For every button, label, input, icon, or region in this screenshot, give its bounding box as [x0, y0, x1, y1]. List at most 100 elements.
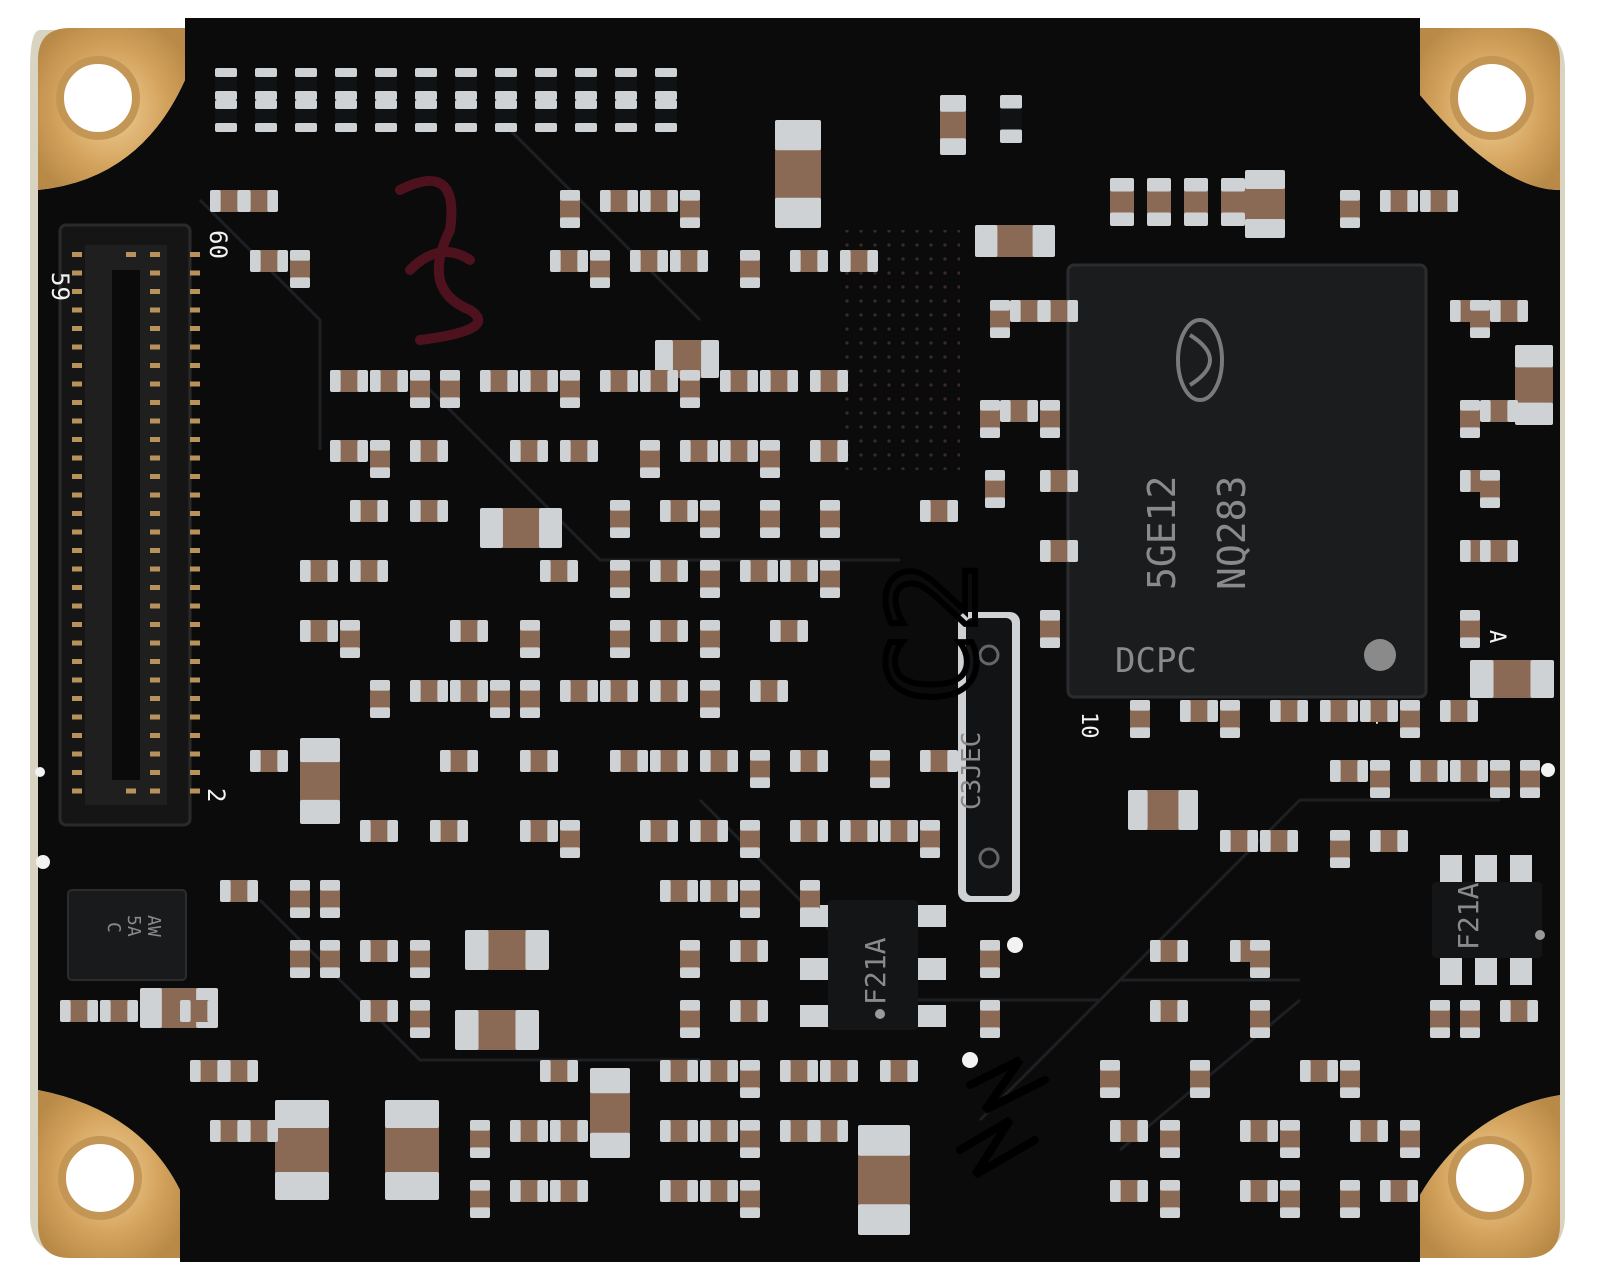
smd-passive [650, 680, 688, 702]
smd-passive [1221, 178, 1245, 226]
smd-passive [770, 620, 808, 642]
connector-pin [190, 307, 200, 313]
dfn-marking-line2: 5A [123, 915, 144, 937]
smd-passive [640, 820, 678, 842]
connector-pin [190, 418, 200, 424]
smd-passive [1470, 300, 1490, 338]
smd-passive [250, 250, 288, 272]
smd-passive [720, 370, 758, 392]
smd-passive [300, 620, 338, 642]
board-to-board-connector [58, 223, 200, 827]
smd-passive [440, 750, 478, 772]
smd-passive [610, 750, 648, 772]
smd-passive [980, 1000, 1000, 1038]
smd-passive [385, 1100, 439, 1200]
smd-passive [655, 100, 677, 132]
smd-passive [410, 940, 430, 978]
connector-pin [150, 381, 160, 387]
smd-passive [1330, 760, 1368, 782]
smd-passive [575, 100, 597, 132]
connector-pin [150, 418, 160, 424]
smd-passive [360, 1000, 398, 1022]
smd-passive [820, 560, 840, 598]
smd-passive [600, 370, 638, 392]
smd-passive [730, 940, 768, 962]
smd-passive [1320, 700, 1358, 722]
smd-passive [1280, 1180, 1300, 1218]
smd-passive [520, 820, 558, 842]
smd-passive [490, 680, 510, 718]
smd-passive [1000, 400, 1038, 422]
sot-chip-center: F21A [800, 900, 946, 1030]
connector-pin [190, 511, 200, 516]
smd-passive [840, 820, 878, 842]
smd-passive [465, 930, 549, 970]
smd-passive [495, 100, 517, 132]
smd-passive [680, 370, 700, 408]
mounting-hole-top-left [38, 28, 185, 190]
smd-passive [215, 100, 237, 132]
connector-pin [126, 252, 136, 257]
connector-pin [72, 733, 82, 738]
connector-pin [190, 788, 200, 794]
smd-passive [410, 370, 430, 408]
smd-passive [610, 560, 630, 598]
smd-passive [1260, 830, 1298, 852]
smd-passive [700, 1120, 738, 1142]
mounting-hole-bottom-left [38, 1090, 180, 1258]
smd-passive [1040, 300, 1078, 322]
smd-passive [820, 1060, 858, 1082]
smd-passive [680, 440, 718, 462]
smd-passive [255, 100, 277, 132]
connector-pin [150, 751, 160, 757]
connector-pin [72, 437, 82, 442]
smd-passive [1240, 1120, 1278, 1142]
smd-passive [790, 750, 828, 772]
smd-passive [370, 680, 390, 718]
connector-pin [150, 289, 160, 294]
smd-passive [810, 370, 848, 392]
connector-pin [150, 363, 160, 368]
smd-passive [360, 820, 398, 842]
smd-passive [1160, 1180, 1180, 1218]
smd-passive [470, 1180, 490, 1218]
dfn-marking-line3: AW [143, 915, 164, 937]
connector-pin [150, 622, 160, 627]
connector-label-2: 2 [202, 788, 230, 802]
smd-passive [1240, 1180, 1278, 1202]
smd-passive [880, 1060, 918, 1082]
connector-pin [72, 289, 82, 294]
smd-passive [240, 190, 278, 212]
smd-passive [810, 1120, 848, 1142]
connector-label-59: 59 [46, 272, 74, 301]
smd-passive [870, 750, 890, 788]
smd-passive [920, 820, 940, 858]
connector-pin [150, 733, 160, 738]
smd-passive [858, 1125, 910, 1235]
smd-passive [290, 250, 310, 288]
connector-pin [150, 474, 160, 479]
smd-passive [540, 560, 578, 582]
connector-pin [150, 548, 160, 553]
smd-passive [660, 880, 698, 902]
smd-passive [1040, 610, 1060, 648]
smd-passive [1460, 1000, 1480, 1038]
smd-passive [600, 680, 638, 702]
connector-pin [150, 585, 160, 590]
smd-passive [1470, 660, 1554, 698]
smd-passive [730, 1000, 768, 1022]
smd-passive [1500, 1000, 1538, 1022]
smd-passive [1147, 178, 1171, 226]
connector-pin [190, 751, 200, 757]
connector-pin [72, 474, 82, 479]
smd-passive [1250, 1000, 1270, 1038]
smd-passive [455, 100, 477, 132]
smd-passive [1160, 1120, 1180, 1158]
mounting-hole-top-right [1420, 28, 1560, 190]
connector-pin [190, 400, 200, 405]
smd-passive [100, 1000, 138, 1022]
smd-passive [340, 620, 360, 658]
smd-passive [700, 620, 720, 658]
smd-passive [1380, 1180, 1418, 1202]
